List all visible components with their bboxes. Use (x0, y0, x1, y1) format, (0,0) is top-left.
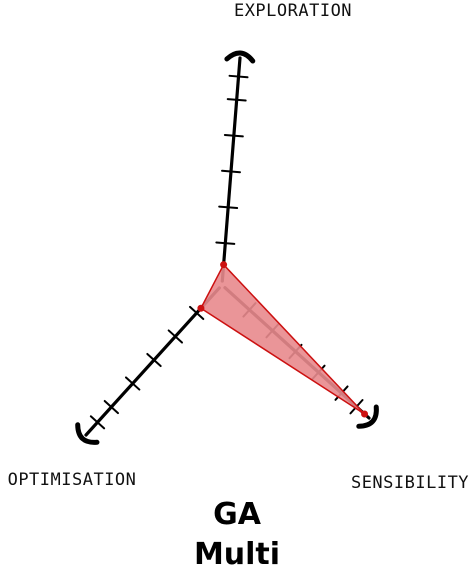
chart-title-line-1: GA (213, 497, 262, 532)
axis-arrow-optimisation (75, 422, 100, 445)
tick-optimisation-2 (167, 329, 183, 344)
tick-exploration-5 (226, 98, 247, 102)
series-layer (197, 261, 369, 418)
axis-label-optimisation: OPTIMISATION (8, 470, 137, 490)
series-point-exploration (220, 261, 228, 269)
tick-optimisation-4 (125, 376, 141, 391)
tick-optimisation-3 (146, 352, 162, 368)
tick-exploration-6 (228, 74, 249, 79)
tick-exploration-3 (221, 169, 241, 174)
axis-label-exploration: EXPLORATION (234, 1, 352, 21)
axis-label-sensibility: SENSIBILITY (351, 473, 469, 493)
chart-title-line-2: Multi (194, 537, 280, 572)
axis-arrow-exploration (224, 50, 256, 64)
tick-exploration-4 (223, 133, 244, 138)
tick-optimisation-1 (188, 305, 205, 321)
tick-exploration-2 (218, 205, 239, 210)
tick-optimisation-5 (103, 399, 120, 415)
axis-arrow-sensibility (356, 404, 379, 429)
series-area-0 (200, 263, 366, 415)
tick-exploration-1 (215, 241, 236, 245)
series-point-sensibility (361, 410, 369, 418)
tick-optimisation-6 (89, 415, 106, 430)
axis-line-exploration (220, 56, 242, 283)
series-point-optimisation (197, 304, 205, 312)
